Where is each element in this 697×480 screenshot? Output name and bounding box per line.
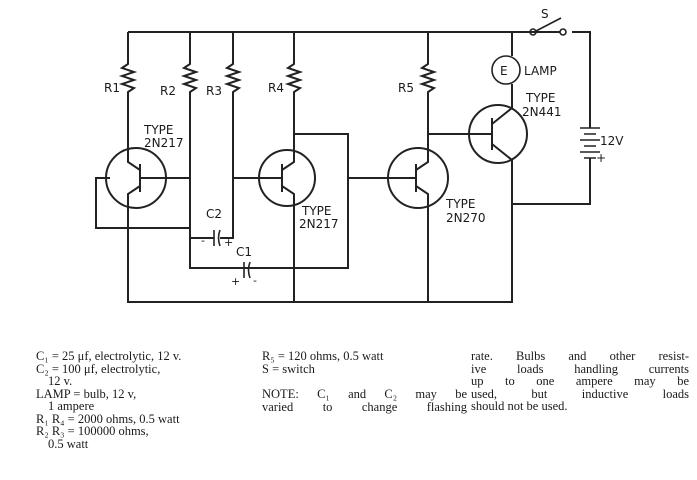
circuit-schematic: S 12V + R1 R2 R3 R4 R5 E LAMP: [95, 7, 624, 303]
note-text-3: rate. Bulbs and other resist-: [471, 349, 689, 363]
note-switch: S = switch: [262, 361, 315, 376]
c2-label: C2: [206, 207, 222, 221]
q3-part-label: 2N270: [446, 211, 486, 225]
note-lamp: LAMP = bulb, 12 v,: [36, 386, 137, 401]
c1-label: C1: [236, 245, 252, 259]
capacitor-c1: C1 + -: [231, 245, 257, 288]
note-r1-r4: R₁ R₄ = 2000 ohms, 0.5 watt: [36, 411, 180, 426]
capacitor-c2: C2 - +: [190, 178, 234, 249]
switch-label: S: [541, 7, 549, 21]
battery-plus: +: [596, 151, 606, 165]
c2-plus: +: [224, 236, 233, 249]
c1-plus: +: [231, 275, 240, 288]
top-rail-wire: [128, 31, 591, 128]
note-r2-r3-cont: 0.5 watt: [48, 436, 89, 451]
note-text-1: NOTE: C₁ and C₂ may be: [262, 387, 467, 401]
transistor-q2: TYPE 2N217: [233, 133, 349, 302]
c1-minus: -: [253, 274, 257, 287]
transistor-q3: TYPE 2N270: [348, 133, 486, 302]
note-r2-r3: R₂ R₃ = 100000 ohms,: [36, 424, 149, 438]
battery-12v: 12V +: [512, 127, 624, 205]
r1-label: R1: [104, 81, 120, 95]
note-c2-cont: 12 v.: [48, 374, 73, 388]
transistor-q1: TYPE 2N217: [95, 123, 190, 229]
note-text-7: should not be used.: [471, 399, 568, 413]
transistor-q4: TYPE 2N441: [468, 91, 562, 204]
q4-part-label: 2N441: [522, 105, 562, 119]
note-lamp-cont: 1 ampere: [48, 399, 95, 413]
q4-type-label: TYPE: [525, 91, 555, 105]
note-text-4: ive loads handling currents: [471, 361, 689, 376]
battery-label: 12V: [600, 134, 624, 148]
note-text-6: used, but inductive loads: [471, 386, 689, 401]
resistor-r3: R3: [206, 32, 243, 178]
r3-label: R3: [206, 84, 222, 98]
c2-minus: -: [201, 234, 205, 247]
r2-label: R2: [160, 84, 176, 98]
resistor-r5: R5: [398, 32, 438, 150]
q1-part-label: 2N217: [144, 136, 184, 150]
q2-part-label: 2N217: [299, 217, 339, 231]
bottom-rail-wire: [127, 204, 513, 303]
switch-s: S: [529, 7, 567, 36]
notes-column-1: C₁ = 25 μf, electrolytic, 12 v. C₂ = 100…: [36, 350, 266, 450]
resistor-r2: R2: [160, 32, 298, 269]
note-c1: C₁ = 25 μf, electrolytic, 12 v.: [36, 349, 182, 363]
lamp-symbol: E: [500, 64, 508, 78]
lamp: E LAMP: [491, 32, 557, 108]
r4-label: R4: [268, 81, 284, 95]
resistor-r4: R4: [268, 32, 304, 150]
note-text-2: varied to change flashing: [262, 399, 467, 414]
q2-type-label: TYPE: [301, 204, 331, 218]
notes-column-2: R₅ = 120 ohms, 0.5 watt S = switch NOTE:…: [262, 350, 467, 413]
q3-type-label: TYPE: [445, 197, 475, 211]
note-c2: C₂ = 100 μf, electrolytic,: [36, 361, 161, 376]
note-text-5: up to one ampere may be: [471, 374, 689, 388]
resistor-r1: R1: [104, 32, 138, 148]
r5-label: R5: [398, 81, 414, 95]
note-r5: R₅ = 120 ohms, 0.5 watt: [262, 349, 384, 363]
q1-type-label: TYPE: [143, 123, 173, 137]
notes-column-3: rate. Bulbs and other resist- ive loads …: [471, 350, 689, 413]
lamp-label: LAMP: [524, 64, 557, 78]
